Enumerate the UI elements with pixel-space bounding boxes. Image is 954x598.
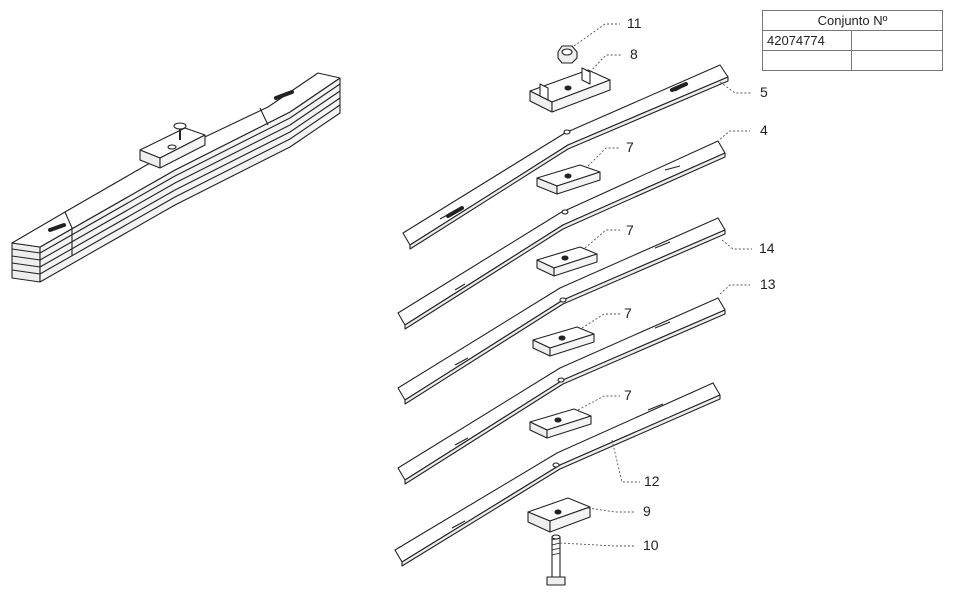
assembled-leaf-spring [11,72,341,283]
callout-labels: 11 8 5 4 7 7 14 13 7 7 12 9 10 [624,15,776,553]
leaf-part-4 [397,140,726,330]
pad-part-7-a [536,164,601,195]
leader-lines [559,23,752,547]
assembly-number-table: Conjunto Nº 42074774 [762,10,943,71]
table-cell [851,50,943,71]
nut-part-11 [557,45,578,64]
callout-label: 7 [626,222,634,238]
pad-part-7-c [532,326,595,357]
callout-label: 7 [624,387,632,403]
table-cell [762,50,852,71]
pad-part-7-b [536,246,598,277]
callout-label: 7 [624,305,632,321]
callout-label: 10 [643,537,659,553]
table-header: Conjunto Nº [762,10,943,31]
callout-label: 12 [644,473,660,489]
leaf-part-12 [394,382,721,567]
center-bolt-part-10 [546,534,566,586]
callout-label: 7 [626,139,634,155]
leaf-part-14 [397,217,726,405]
callout-label: 9 [643,503,651,519]
table-cell [851,30,943,51]
callout-label: 5 [760,84,768,100]
callout-label: 14 [759,240,775,256]
callout-label: 8 [630,46,638,62]
bottom-plate-part-9 [527,497,591,533]
callout-label: 4 [760,122,768,138]
callout-label: 13 [760,276,776,292]
pad-part-7-d [529,408,592,439]
table-cell: 42074774 [762,30,852,51]
table-row: 42074774 [762,30,943,51]
clamp-plate-part-8 [529,67,611,113]
table-row [762,50,943,71]
main-leaf-part-5 [402,64,729,250]
callout-label: 11 [627,15,642,31]
leaf-part-13 [397,297,726,485]
